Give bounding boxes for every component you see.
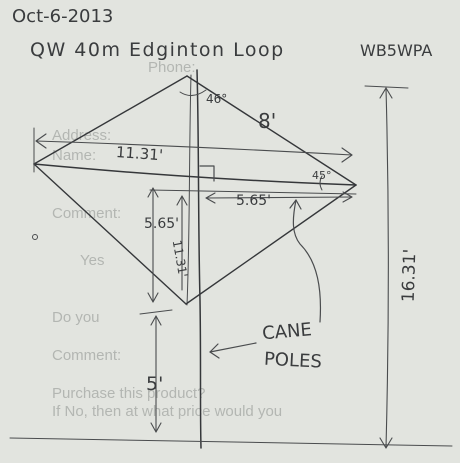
callout-arrow-to-mast <box>209 342 257 353</box>
top-wire-length-label: 8' <box>258 109 276 133</box>
ghost-text-phone: Phone: <box>148 59 196 76</box>
date-label: Oct-6-2013 <box>12 6 113 27</box>
lower-drop-arrow-top <box>176 195 188 206</box>
callout-label-line2: POLES <box>263 349 322 373</box>
callout-label-line1: CANE <box>261 319 312 344</box>
right-half-arrow-left <box>205 192 216 204</box>
right-half-arrow-right <box>342 191 353 203</box>
mast-pole-left-edge <box>186 74 192 306</box>
span-length-label: 11.31' <box>115 143 163 164</box>
ghost-text-comment-2: Comment: <box>52 347 121 364</box>
right-half-length-label: 5.65' <box>236 193 271 209</box>
lower-drop-length-label: 11.31' <box>170 239 190 279</box>
callout-arrow-to-spreader <box>292 199 322 323</box>
total-height-tick-top <box>364 85 409 89</box>
spreader-pole-lower <box>149 189 357 195</box>
upper-drop-arrow-bottom <box>147 292 159 303</box>
callout-arrow-to-spreader-head <box>289 199 302 210</box>
loop-lower-right-wire <box>185 184 357 305</box>
span-arrow-right <box>341 147 353 163</box>
apex-angle-arc <box>179 89 207 96</box>
right-corner-angle-label: 45° <box>312 169 332 182</box>
upper-drop-arrow-top <box>147 187 159 198</box>
callsign-label: WB5WPA <box>360 41 432 60</box>
ghost-text-price: If No, then at what price would you <box>52 403 282 420</box>
base-height-label: 5' <box>146 373 163 395</box>
ghost-text-purchase: Purchase this product? <box>52 385 205 402</box>
apex-angle-label: 46° <box>206 92 227 106</box>
base-height-arrow-top <box>150 315 162 326</box>
mast-pole <box>196 69 202 449</box>
ghost-text-do-you: Do you <box>52 309 100 326</box>
upper-drop-length-label: 5.65' <box>144 216 179 232</box>
total-height-arrow-bottom <box>379 437 393 449</box>
right-corner-angle-arc <box>319 175 323 191</box>
ghost-text-name: Name: <box>52 147 96 164</box>
ghost-text-yes: Yes <box>80 252 104 269</box>
title-label: QW 40m Edginton Loop <box>30 39 285 61</box>
spreader-pole <box>33 163 357 186</box>
ghost-text-address: Address: <box>52 127 111 144</box>
span-arrow-left <box>35 133 47 149</box>
base-height-tick <box>139 309 173 315</box>
callout-arrow-to-mast-head <box>209 343 220 359</box>
loop-upper-left-wire <box>33 75 188 165</box>
loop-lower-left-wire <box>33 163 187 305</box>
total-height-dimension-line <box>385 87 389 449</box>
right-angle-marker <box>199 165 215 182</box>
base-height-arrow-bottom <box>150 422 162 433</box>
stray-mark <box>32 234 38 240</box>
ghost-text-comment-1: Comment: <box>52 205 121 222</box>
ground-line <box>9 437 453 447</box>
total-height-arrow-top <box>379 87 393 99</box>
span-dimension-line <box>35 140 353 156</box>
loop-upper-right-wire <box>186 75 357 186</box>
right-half-dimension-line <box>205 196 353 199</box>
total-height-label: 16.31' <box>399 249 421 303</box>
